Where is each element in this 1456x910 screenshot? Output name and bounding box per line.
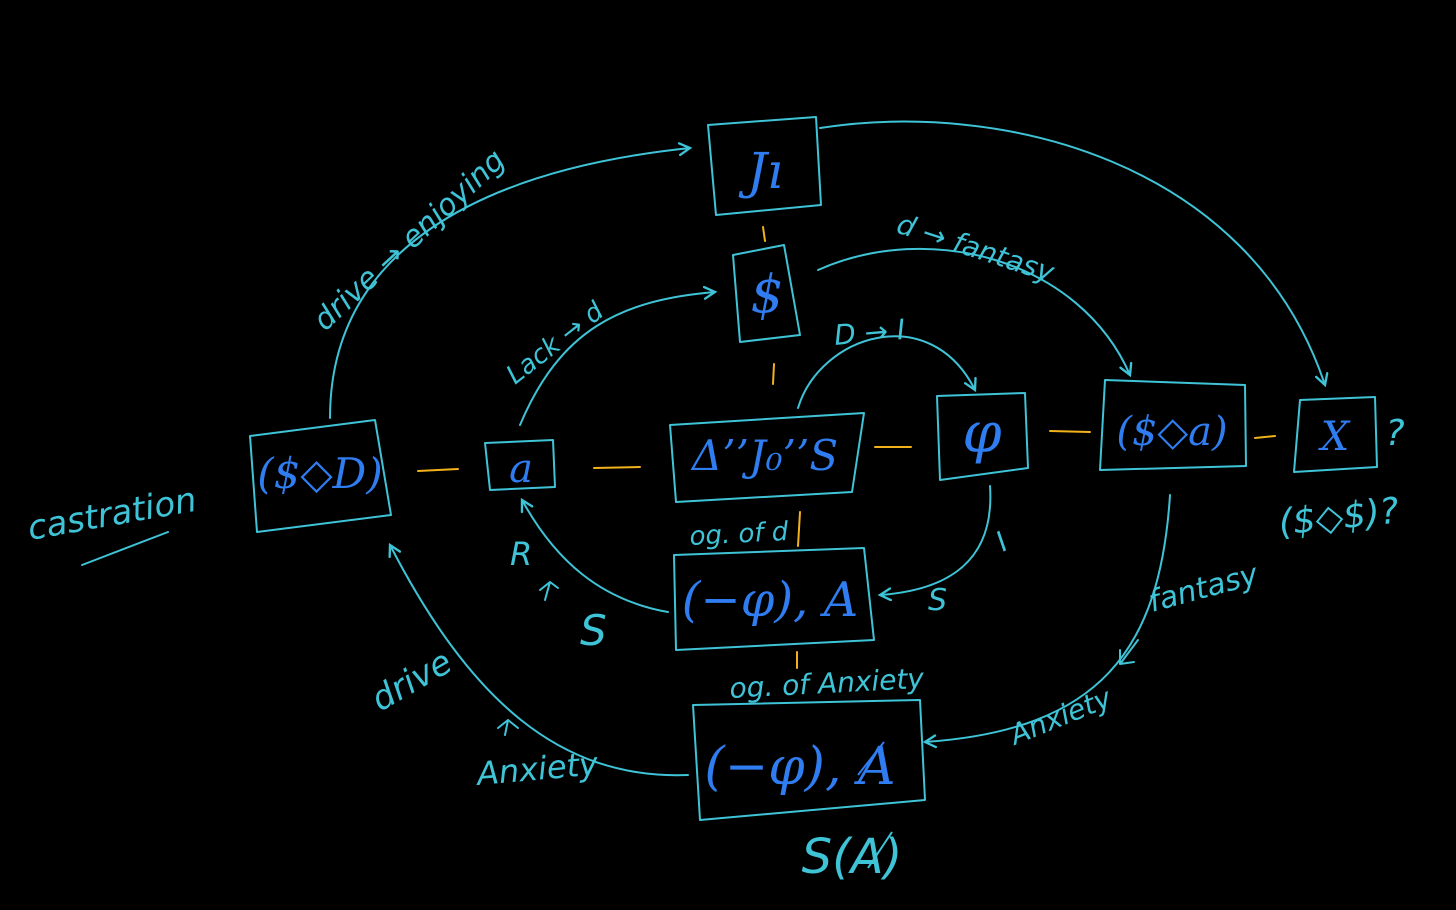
arrow-tick-r: [539, 581, 559, 601]
edge-neg-phi-a-to-objet-a: [522, 500, 669, 613]
label-drive: drive: [365, 642, 460, 720]
connector-drive-a: [417, 468, 459, 472]
label-i-arrow: I: [990, 525, 1014, 558]
label-s-diamond-s: ($◇$)?: [1277, 491, 1401, 544]
edge-s-barred-to-fantasy: [817, 247, 1130, 375]
box-j1: [707, 116, 822, 216]
box-sinthome: [669, 412, 865, 503]
edge-sinthome-to-phi: [797, 335, 975, 409]
label-drive-enjoying: drive → enjoying: [307, 143, 513, 338]
connector-fantasy-x: [1254, 435, 1276, 439]
edge-objet-a-to-s-barred: [519, 292, 715, 426]
box-phi: [936, 392, 1029, 481]
node-x: X: [1318, 414, 1351, 460]
box-neg-phi-a: [673, 547, 875, 651]
arrow-tick-fantasy: [1119, 639, 1139, 665]
node-s-barred: $: [750, 265, 783, 325]
box-objet-a: [484, 439, 556, 491]
label-d-to-i: D → I: [833, 313, 907, 352]
connector-sinthome-negphi: [797, 511, 801, 547]
box-drive-formula: [249, 419, 392, 533]
connector-j1-s: [762, 226, 766, 242]
label-castration: castration: [25, 480, 200, 549]
node-drive-formula: ($◇D): [257, 449, 382, 498]
connector-a-sinthome: [593, 466, 641, 469]
label-s-arrow: S: [928, 583, 947, 618]
node-a-bar: [857, 741, 885, 776]
box-fantasy: [1099, 379, 1247, 471]
label-s: S: [580, 606, 607, 655]
label-anxiety-right: Anxiety: [1003, 681, 1116, 752]
node-s-a-barred: S(A): [802, 829, 903, 885]
box-neg-phi-a-barred: [692, 699, 926, 821]
edge-neg-phi-a-barred-to-drive-formula: [390, 545, 689, 777]
label-r: R: [510, 535, 532, 573]
node-fantasy-formula: ($◇a): [1116, 409, 1227, 455]
edge-fantasy-to-neg-phi-a-barred: [925, 494, 1171, 742]
s-a-bar: [867, 831, 893, 869]
label-og-of-anxiety: og. of Anxiety: [729, 662, 926, 705]
arrow-tick-anxiety: [497, 719, 519, 736]
node-neg-phi-a-barred: (−φ), A: [704, 737, 895, 797]
node-sinthome: Δ’’J₀’’S: [690, 431, 838, 480]
node-x-question: ?: [1385, 413, 1404, 454]
label-anxiety-left: Anxiety: [473, 744, 600, 793]
box-x: [1293, 396, 1378, 473]
connector-phi-fantasy: [1049, 430, 1091, 433]
node-neg-phi-a: (−φ), A: [682, 572, 858, 628]
label-og-of-d: og. of d: [689, 517, 790, 552]
underline-castration: [81, 531, 169, 566]
edge-j1-to-x: [819, 120, 1325, 385]
node-phi: φ: [962, 401, 1001, 466]
box-s-barred: [732, 244, 801, 343]
edge-drive-formula-to-j1: [329, 148, 690, 419]
label-lack-desire: Lack → d: [501, 296, 610, 390]
node-objet-a: a: [509, 446, 533, 492]
node-j1: Jı: [738, 142, 783, 200]
edge-phi-to-neg-phi-a: [880, 485, 992, 595]
connector-s-sinthome: [772, 363, 775, 385]
label-fantasy: fantasy: [1145, 557, 1263, 620]
